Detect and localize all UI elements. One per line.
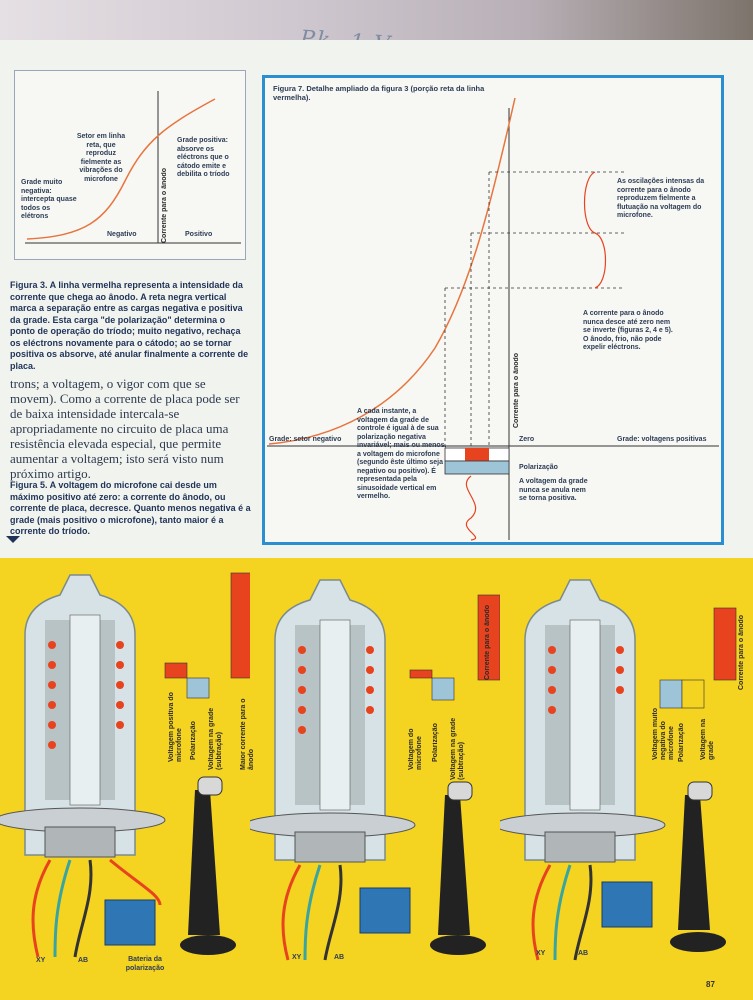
- fig3-label-negativo: Negativo: [107, 231, 137, 238]
- fig7-label-polarizacao: Polarização: [519, 464, 558, 471]
- figure-3-plot: [25, 91, 241, 244]
- tube3-label-microfone: Voltagem muito negativa do microfone: [652, 708, 675, 760]
- fig7-note-corrente-nunca: A corrente para o ânodo nunca desce até …: [583, 310, 673, 351]
- tube3-label-xy: XY: [536, 950, 546, 957]
- battery-label: Bateria da polarização: [125, 956, 165, 972]
- fig3-label-corrente: Corrente para o ânodo: [161, 167, 168, 243]
- figure-5-caption: Figura 5. A voltagem do microfone cai de…: [10, 480, 251, 536]
- figure-7-plot: [267, 97, 719, 541]
- page-number: 87: [706, 980, 715, 989]
- fig7-note-cada-instante: A cada instante, a voltagem da grade de …: [357, 408, 447, 500]
- tube-illustration: [250, 570, 500, 970]
- tube1-label-microfone: Voltagem positiva do microfone: [168, 692, 183, 762]
- fig3-label-grade-positiva: Grade positiva: absorve os eléctrons que…: [177, 137, 230, 178]
- body-text: trons; a voltagem, o vigor com que se mo…: [10, 376, 240, 481]
- figure-3-graph: Setor em linha reta, que reproduz fielme…: [14, 70, 246, 260]
- figure-3-caption: Figura 3. A linha vermelha representa a …: [10, 280, 249, 371]
- fig3-label-setor: Setor em linha reta, que reproduz fielme…: [76, 133, 126, 183]
- fig7-title: Figura 7. Detalhe ampliado da figura 3 (…: [273, 84, 485, 102]
- tube2-label-microfone: Voltagem do microfone: [408, 728, 423, 770]
- tube2-label-xy: XY: [292, 954, 302, 961]
- fig3-label-positivo: Positivo: [185, 231, 213, 238]
- tube2-label-polarizacao: Polarização: [432, 723, 439, 762]
- tube1-label-xy: XY: [36, 957, 46, 964]
- figure-7-frame: Figura 7. Detalhe ampliado da figura 3 (…: [262, 75, 724, 545]
- tube1-label-grade: Voltagem na grade (subtração): [208, 707, 223, 770]
- fig7-label-grade-negativa: Grade: setor negativo: [269, 436, 342, 443]
- fig3-label-grade-negativa: Grade muito negativa: intercepta quase t…: [21, 179, 77, 220]
- tube3-label-polarizacao: Polarização: [678, 723, 685, 762]
- tube1-label-polarizacao: Polarização: [190, 721, 197, 760]
- tube1-label-ab: AB: [78, 957, 89, 964]
- tube-illustration: [0, 565, 250, 965]
- tube2-label-grade: Voltagem na grade (subtração): [450, 717, 465, 780]
- fig7-label-grade-positiva: Grade: voltagens positivas: [617, 436, 707, 443]
- down-arrow-icon: [6, 536, 20, 543]
- fig7-note-oscilacoes: As oscilações intensas da corrente para …: [617, 178, 705, 219]
- tube2-label-ab: AB: [334, 954, 345, 961]
- fig7-label-zero: Zero: [519, 436, 535, 443]
- tube3-label-corrente: Corrente para o ânodo: [738, 614, 745, 690]
- fig7-label-corrente: Corrente para o ânodo: [513, 352, 520, 428]
- top-band: [0, 0, 753, 40]
- tube2-label-corrente: Corrente para o ânodo: [484, 604, 491, 680]
- fig7-note-voltagem-grade: A voltagem da grade nunca se anula nem s…: [519, 478, 588, 502]
- tube3-label-ab: AB: [578, 950, 589, 957]
- tube-illustration: [500, 570, 753, 970]
- tube3-label-grade: Voltagem na grade: [700, 718, 715, 760]
